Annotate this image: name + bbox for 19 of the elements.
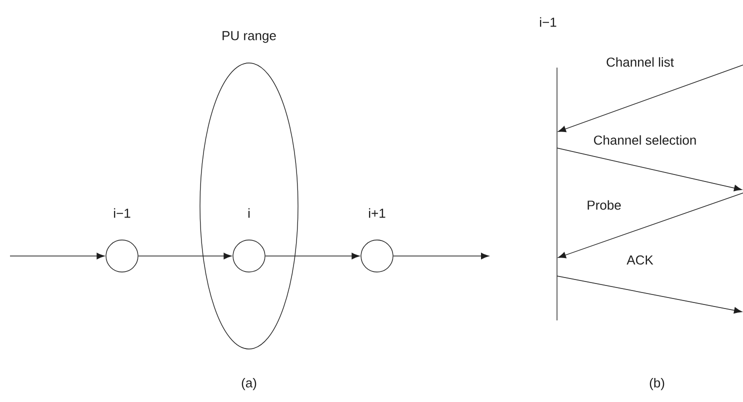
node-label: i−1 [540, 17, 556, 27]
arrow [393, 252, 489, 260]
arrow [556, 276, 742, 314]
arrow [265, 252, 360, 260]
arrow [558, 192, 743, 258]
node-label: i [248, 208, 250, 218]
arrow [558, 64, 743, 132]
edge-label: Probe [586, 199, 622, 211]
edge-label: Channel list [605, 56, 675, 68]
arrow [556, 148, 742, 192]
panel-label: (b) [650, 378, 664, 390]
arrow [10, 252, 105, 260]
node-label: PU range [222, 31, 276, 43]
arrow [138, 252, 232, 260]
edge-label: Channel selection [592, 134, 698, 146]
edge-label: ACK [626, 254, 654, 266]
panel-label: (a) [242, 378, 256, 390]
node-label: i−1 [114, 208, 130, 218]
node-label: i+1 [369, 208, 386, 218]
